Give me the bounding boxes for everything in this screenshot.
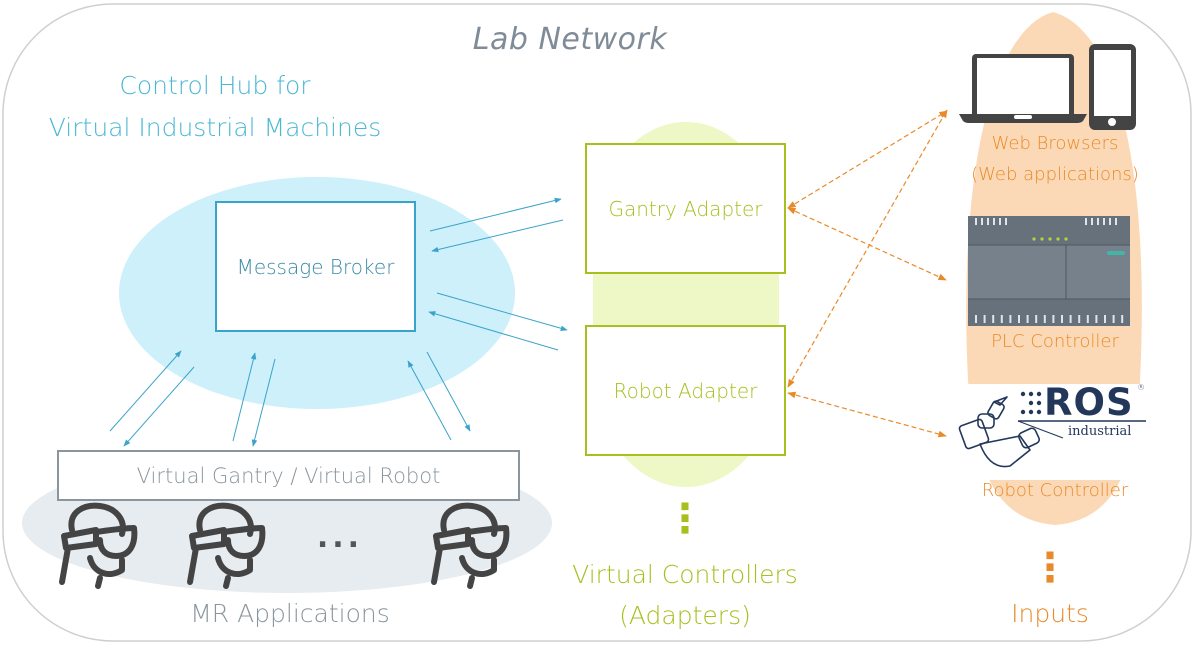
- web-browsers-label-line1: Web Browsers: [991, 133, 1119, 154]
- robot-adapter-label: Robot Adapter: [613, 379, 758, 403]
- lab-network-frame: [2, 3, 1192, 642]
- adapters-more-dots: ⋮: [665, 496, 705, 542]
- gantry-adapter-label: Gantry Adapter: [608, 197, 763, 221]
- arrow-mr2-down: [251, 358, 276, 447]
- mr-headset-user-icon: [59, 502, 138, 589]
- arrow-mr2-up: [232, 352, 257, 442]
- robot-controller-label: Robot Controller: [981, 480, 1129, 501]
- arrow-gantry-plc: [787, 207, 947, 281]
- mr-headset-user-icon: [431, 502, 510, 589]
- virtual-gantry-robot-label: Virtual Gantry / Virtual Robot: [136, 463, 441, 488]
- arrow-gantry-to-broker: [431, 219, 564, 253]
- arrow-mrn-down: [426, 351, 471, 432]
- arrow-broker-to-robot: [436, 292, 568, 331]
- arrow-robot-to-broker: [428, 311, 559, 351]
- arrow-gantry-web: [787, 110, 948, 209]
- mr-headset-user-icon: [187, 502, 266, 589]
- arrow-broker-to-gantry: [429, 197, 562, 232]
- arrow-robot-rosctrl: [787, 391, 947, 438]
- plc-controller-label: PLC Controller: [991, 331, 1119, 352]
- ros-industrial-text: industrial: [1068, 424, 1132, 439]
- virtual-gantry-robot-box[interactable]: Virtual Gantry / Virtual Robot: [57, 450, 520, 501]
- message-broker-label: Message Broker: [236, 255, 395, 279]
- smartphone-icon: [1089, 44, 1136, 130]
- control-hub-title-line2: Virtual Industrial Machines: [48, 113, 382, 142]
- ros-text: ROS: [1044, 381, 1134, 424]
- mr-ellipsis: ...: [316, 520, 364, 555]
- arrow-mrn-up: [407, 360, 452, 441]
- lab-network-title: Lab Network: [472, 22, 668, 57]
- mr-applications-caption: MR Applications: [190, 599, 390, 628]
- gantry-adapter-box[interactable]: Gantry Adapter: [585, 143, 786, 274]
- inputs-caption: Inputs: [1011, 599, 1089, 628]
- plc-bottom-pins: [975, 315, 1124, 323]
- arrow-mr1-down: [123, 366, 195, 447]
- web-browsers-label-line2: (Web applications): [971, 164, 1139, 185]
- virtual-controllers-caption-line1: Virtual Controllers: [572, 560, 798, 589]
- arrow-robot-web: [787, 109, 948, 388]
- arrow-mr1-up: [109, 350, 182, 432]
- ros-industrial-logo: [958, 384, 1152, 480]
- ros-registered-mark: ®: [1137, 383, 1145, 392]
- message-broker-box[interactable]: Message Broker: [215, 201, 416, 332]
- control-hub-title-line1: Control Hub for: [119, 71, 311, 100]
- laptop-icon: [959, 54, 1087, 123]
- plc-icon: [968, 216, 1130, 326]
- inputs-more-dots: ⋮: [1030, 545, 1070, 591]
- virtual-controllers-caption-line2: (Adapters): [619, 601, 751, 630]
- robot-adapter-box[interactable]: Robot Adapter: [585, 325, 786, 456]
